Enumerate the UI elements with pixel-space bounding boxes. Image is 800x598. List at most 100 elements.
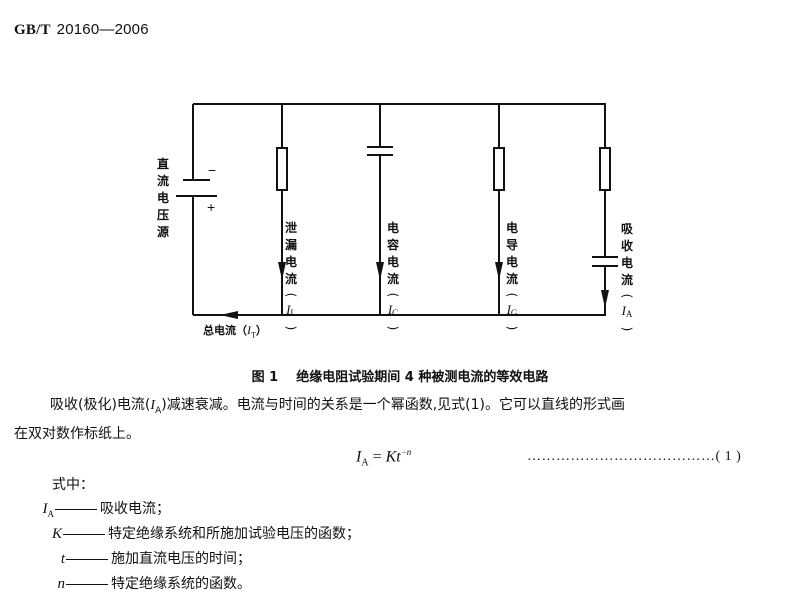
label-char: 电 xyxy=(386,221,399,235)
symbol-letter: I xyxy=(506,302,511,317)
em-dash-rule xyxy=(63,533,105,535)
symbol-subscript: G xyxy=(510,308,518,318)
definition-text: 特定绝缘系统的函数。 xyxy=(111,576,251,592)
equation-leader: ………………………………… xyxy=(527,449,716,464)
definition-text: 特定绝缘系统和所施加试验电压的函数； xyxy=(108,526,360,542)
formula-exponent: −n xyxy=(400,447,412,457)
paren-close: ) xyxy=(505,325,519,331)
em-dash-rule xyxy=(66,558,108,560)
paren-open: ( xyxy=(386,292,400,298)
figure-number: 图 1 xyxy=(251,370,279,385)
formula-t: t xyxy=(396,448,401,466)
equation-number: …………………………………( 1 ) xyxy=(527,449,741,465)
paren-close: ) xyxy=(284,325,298,331)
para-text-line2: 在双对数作标纸上。 xyxy=(14,425,140,442)
para-text: )减速衰减。电流与时间的关系是一个幂函数,见式(1)。它可以直线的形式画 xyxy=(161,397,625,413)
absorption-current-symbol: IA xyxy=(620,303,634,322)
symbol-letter: n xyxy=(57,576,66,592)
where-label: 式中： xyxy=(52,477,94,493)
definition-item: t 施加直流电压的时间； xyxy=(25,548,251,572)
formula-equals: = xyxy=(368,448,386,466)
source-label-char: 直 xyxy=(156,157,169,171)
label-char: 电 xyxy=(386,255,399,269)
source-label-char: 流 xyxy=(156,174,169,188)
label-char: 电 xyxy=(505,255,518,269)
battery-plus-sign: + xyxy=(207,199,216,215)
total-current-close: ） xyxy=(255,324,267,337)
standard-prefix: GB/T xyxy=(14,22,51,38)
label-char: 流 xyxy=(284,272,297,286)
definition-text: 施加直流电压的时间； xyxy=(111,551,251,567)
label-char: 电 xyxy=(620,256,633,270)
symbol-subscript: T xyxy=(251,330,256,340)
symbol-letter: t xyxy=(60,551,65,567)
equation-number-text: ( 1 ) xyxy=(715,449,742,464)
symbol-subscript: A xyxy=(625,309,633,319)
symbol-letter: K xyxy=(51,526,62,542)
label-char: 泄 xyxy=(284,221,297,235)
conductive-current-label: 电 导 电 流 ( IG ) xyxy=(505,220,519,335)
para-symbol: I xyxy=(150,398,156,413)
symbol-letter: I xyxy=(286,302,291,317)
conductive-current-arrow xyxy=(495,262,503,280)
total-current-text: 总电流（ xyxy=(203,324,247,337)
leakage-current-arrow xyxy=(278,262,286,280)
equivalent-circuit-diagram xyxy=(176,103,618,319)
capacitive-current-symbol: IC xyxy=(386,302,400,321)
formula-lhs-sub: A xyxy=(361,457,369,469)
conductive-resistor xyxy=(493,147,505,191)
total-current-label: 总电流（IT） xyxy=(203,322,267,339)
paren-open: ( xyxy=(620,293,634,299)
absorption-current-arrow xyxy=(601,290,609,308)
symbol-subscript: L xyxy=(290,308,296,318)
label-char: 电 xyxy=(505,221,518,235)
definition-symbol: K xyxy=(22,526,62,543)
definition-item: K 特定绝缘系统和所施加试验电压的函数； xyxy=(22,523,360,547)
definition-symbol: n xyxy=(25,576,66,593)
para-subscript: A xyxy=(155,405,162,416)
paren-open: ( xyxy=(505,292,519,298)
source-label: 直 流 电 压 源 xyxy=(156,156,170,241)
symbol-subscript: C xyxy=(392,308,399,318)
absorption-resistor xyxy=(599,147,611,191)
label-char: 流 xyxy=(386,272,399,286)
definition-symbol: t xyxy=(25,551,65,568)
label-char: 流 xyxy=(505,272,518,286)
label-char: 电 xyxy=(284,255,297,269)
em-dash-rule xyxy=(66,583,108,585)
label-char: 容 xyxy=(386,238,399,252)
symbol-letter: I xyxy=(387,302,393,317)
symbol-subscript: A xyxy=(47,509,55,519)
source-label-char: 电 xyxy=(156,191,169,205)
label-char: 漏 xyxy=(284,238,297,252)
total-current-symbol: IT xyxy=(247,323,256,340)
definition-symbol: IA xyxy=(14,501,55,519)
label-char: 流 xyxy=(620,273,633,287)
paren-close: ) xyxy=(386,325,400,331)
standard-number: 20160—2006 xyxy=(56,21,149,38)
source-label-char: 源 xyxy=(156,225,169,239)
leakage-current-label: 泄 漏 电 流 ( IL ) xyxy=(284,220,298,335)
formula-1: IA = Kt−n xyxy=(356,447,411,469)
label-char: 吸 xyxy=(620,222,633,236)
para-text: 吸收(极化)电流( xyxy=(50,397,151,413)
capacitive-current-arrow xyxy=(376,262,384,280)
battery-minus-sign: − xyxy=(208,162,217,178)
em-dash-rule xyxy=(55,508,97,510)
label-char: 导 xyxy=(505,238,518,252)
leakage-current-symbol: IL xyxy=(284,302,298,321)
total-current-arrow xyxy=(220,311,238,319)
paren-open: ( xyxy=(284,292,298,298)
formula-K: K xyxy=(385,448,397,466)
leakage-resistor xyxy=(276,147,288,191)
definition-text: 吸收电流； xyxy=(100,501,170,517)
absorption-current-label: 吸 收 电 流 ( IA ) xyxy=(620,221,634,336)
source-label-char: 压 xyxy=(156,208,169,222)
symbol-letter: I xyxy=(42,501,48,517)
label-char: 收 xyxy=(620,239,633,253)
symbol-letter: I xyxy=(621,303,626,318)
definition-item: n 特定绝缘系统的函数。 xyxy=(25,573,252,597)
capacitive-current-label: 电 容 电 流 ( IC ) xyxy=(386,220,400,335)
paren-close: ) xyxy=(620,326,634,332)
